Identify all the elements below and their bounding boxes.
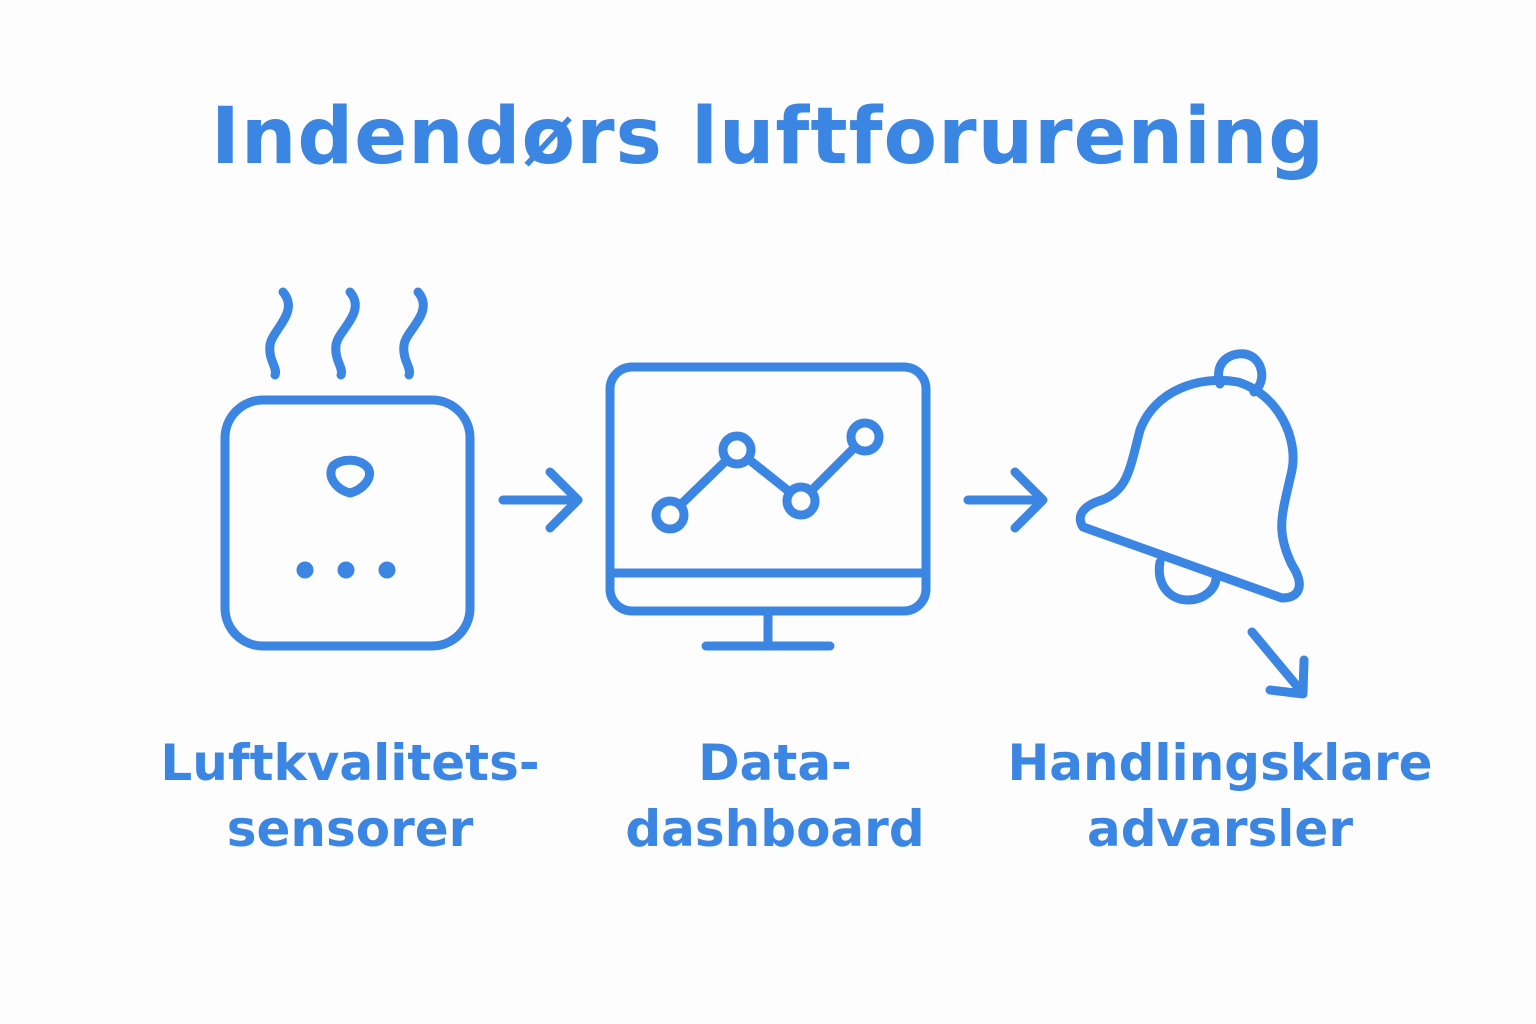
chart-point-2: [718, 431, 756, 469]
monitor-chart-icon: [605, 362, 931, 651]
sensor-dot-1: [296, 561, 314, 579]
chart-point-4: [846, 418, 884, 456]
label-alerts-line-2: advarsler: [1087, 800, 1353, 858]
chart-point-1: [651, 496, 689, 534]
bell-top-loop: [1214, 349, 1267, 397]
label-sensors: Luftkvalitets- sensorer: [130, 730, 570, 862]
label-sensors-line-1: Luftkvalitets-: [160, 734, 540, 792]
sensor-dot-3: [378, 561, 396, 579]
diagram-title: Indendørs luftforurening: [210, 92, 1326, 182]
bell-icon: [1075, 349, 1304, 605]
sensor-body: [220, 395, 475, 651]
label-sensors-line-2: sensorer: [226, 800, 474, 858]
arrow-down-right-icon: [1247, 627, 1309, 699]
label-dashboard-line-1: Data-: [698, 734, 852, 792]
label-dashboard: Data- dashboard: [560, 730, 990, 862]
sensor-dot-2: [337, 561, 355, 579]
sensor-indicator: [326, 455, 374, 498]
label-dashboard-line-2: dashboard: [625, 800, 925, 858]
air-quality-sensor-icon: [220, 287, 475, 651]
vapor-wave-1: [265, 287, 293, 380]
bell-body: [1075, 375, 1304, 603]
vapor-wave-2: [331, 287, 360, 380]
chart-line: [665, 432, 870, 520]
chart-point-3: [782, 482, 820, 520]
vapor-wave-3: [399, 287, 428, 380]
bell-clapper: [1154, 557, 1221, 605]
arrow-right-icon: [963, 467, 1048, 533]
arrow-right-icon: [498, 467, 583, 533]
label-alerts: Handlingsklare advarsler: [990, 730, 1450, 862]
label-alerts-line-1: Handlingsklare: [1007, 734, 1433, 792]
